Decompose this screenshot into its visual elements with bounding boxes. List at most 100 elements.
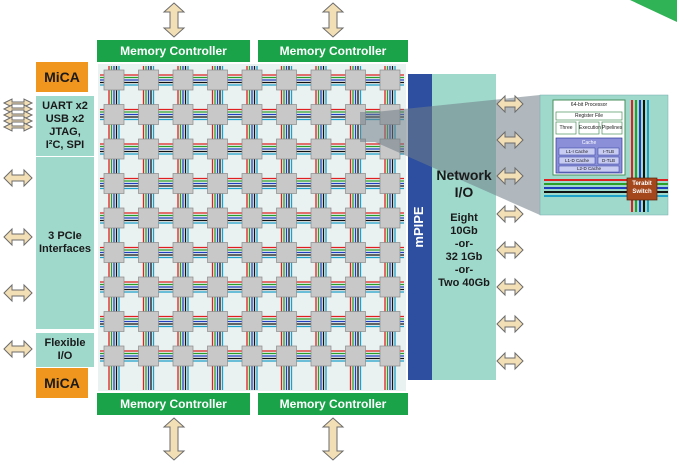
mesh-tile <box>310 276 332 298</box>
io-double-arrow <box>3 227 33 247</box>
register-file-label: Register File <box>574 113 604 119</box>
mesh-tile <box>172 242 194 263</box>
mesh-tile <box>138 311 159 332</box>
network-option-1: Eight <box>450 212 478 224</box>
memory-controller-bottom-left: Memory Controller <box>97 393 250 415</box>
l2-cache-box <box>558 165 620 173</box>
mesh-tile <box>207 311 228 332</box>
network-options: Eight 10Gb -or- 32 1Gb -or- Two 40Gb <box>434 212 494 290</box>
mesh-tile <box>172 69 194 91</box>
i2c-spi-label: I²C, SPI <box>45 139 85 151</box>
mesh-tile <box>138 173 159 194</box>
io-double-arrow <box>496 351 524 371</box>
mesh-tile <box>207 69 228 91</box>
l1i-cache-box <box>558 147 596 156</box>
mesh-tile <box>172 173 194 194</box>
mesh-tile <box>310 104 332 125</box>
mesh-tile <box>345 207 366 229</box>
l1d-cache-label: L1-D Cache <box>564 158 589 163</box>
mesh-tile <box>241 138 263 160</box>
io-double-arrow <box>3 168 33 188</box>
mpipe-label: mPIPE <box>411 206 426 248</box>
io-double-arrow <box>2 122 34 132</box>
mesh-tile <box>276 311 297 332</box>
pipeline-box-2 <box>578 121 600 135</box>
io-double-arrow <box>496 277 524 297</box>
io-double-arrow <box>496 94 524 114</box>
mesh-tile <box>207 276 228 298</box>
mesh-tile <box>241 173 263 194</box>
mesh-tile <box>276 138 297 160</box>
pipeline-box-1 <box>555 121 577 135</box>
io-double-arrow <box>2 110 34 120</box>
mesh-tile <box>310 311 332 332</box>
mesh-tile <box>310 345 332 367</box>
io-double-arrow <box>2 98 34 108</box>
corner-decoration <box>630 0 677 22</box>
io-double-arrow <box>3 339 33 359</box>
zoom-projection <box>360 95 540 215</box>
mesh-tile <box>276 345 297 367</box>
pipeline-label-3: Pipelines <box>602 125 623 131</box>
mesh-tile <box>345 276 366 298</box>
network-option-3: -or- <box>454 238 474 250</box>
mesh-tile <box>172 138 194 160</box>
mesh-tile <box>379 173 401 194</box>
io-arrows <box>2 94 524 371</box>
network-title-line1: Network <box>436 167 492 183</box>
mesh-tile <box>207 345 228 367</box>
mesh-tile <box>241 69 263 91</box>
mesh-tile <box>138 276 159 298</box>
io-double-arrow <box>496 130 524 150</box>
pipeline-box-3 <box>601 121 623 135</box>
mesh-tile <box>379 345 401 367</box>
mesh-tile <box>379 276 401 298</box>
mica-top: MiCA <box>36 62 88 92</box>
mesh-tile <box>103 104 125 125</box>
mesh-tile <box>276 242 297 263</box>
flexible-io-block: Flexible I/O <box>36 333 94 367</box>
mesh-tile <box>138 104 159 125</box>
io-double-arrow <box>2 104 34 114</box>
mesh-tile <box>103 276 125 298</box>
io-double-arrow <box>2 116 34 126</box>
pipeline-label-1: Three <box>559 125 573 131</box>
mesh-tile <box>138 69 159 91</box>
l2-cache-label: L2-D Cache <box>576 166 601 171</box>
mesh-tile <box>310 173 332 194</box>
mesh-tile <box>207 104 228 125</box>
tile-mesh <box>100 66 404 390</box>
mesh-tile <box>138 345 159 367</box>
jtag-label: JTAG, <box>49 126 81 138</box>
network-option-2: 10Gb <box>450 225 478 237</box>
l1i-cache-label: L1-I Cache <box>565 149 588 154</box>
mesh-tile <box>207 207 228 229</box>
mesh-tile <box>172 345 194 367</box>
mesh-tile <box>276 207 297 229</box>
dtlb-label: D-TLB <box>601 158 615 163</box>
mesh-tile <box>207 173 228 194</box>
mesh-tile <box>103 242 125 263</box>
switch-label-line2: Switch <box>632 189 652 195</box>
itlb-box <box>597 147 620 156</box>
memory-arrows <box>162 2 345 461</box>
mesh-tile <box>207 138 228 160</box>
mesh-tile <box>345 173 366 194</box>
mesh-tile <box>379 242 401 263</box>
mesh-tile <box>310 207 332 229</box>
mesh-tile <box>345 138 366 160</box>
tile-detail-panel <box>539 94 669 216</box>
mesh-tile <box>103 345 125 367</box>
switch-label-line1: Terabit <box>632 181 652 187</box>
mesh-tile <box>241 345 263 367</box>
memory-controller-top-right: Memory Controller <box>258 40 408 62</box>
mesh-tile <box>241 104 263 125</box>
mesh-tile <box>172 276 194 298</box>
mesh-tile <box>310 69 332 91</box>
memory-controller-top-left: Memory Controller <box>97 40 250 62</box>
mesh-tile <box>172 207 194 229</box>
memory-controller-bottom-right: Memory Controller <box>258 393 408 415</box>
io-double-arrow <box>3 283 33 303</box>
mesh-tile <box>379 69 401 91</box>
